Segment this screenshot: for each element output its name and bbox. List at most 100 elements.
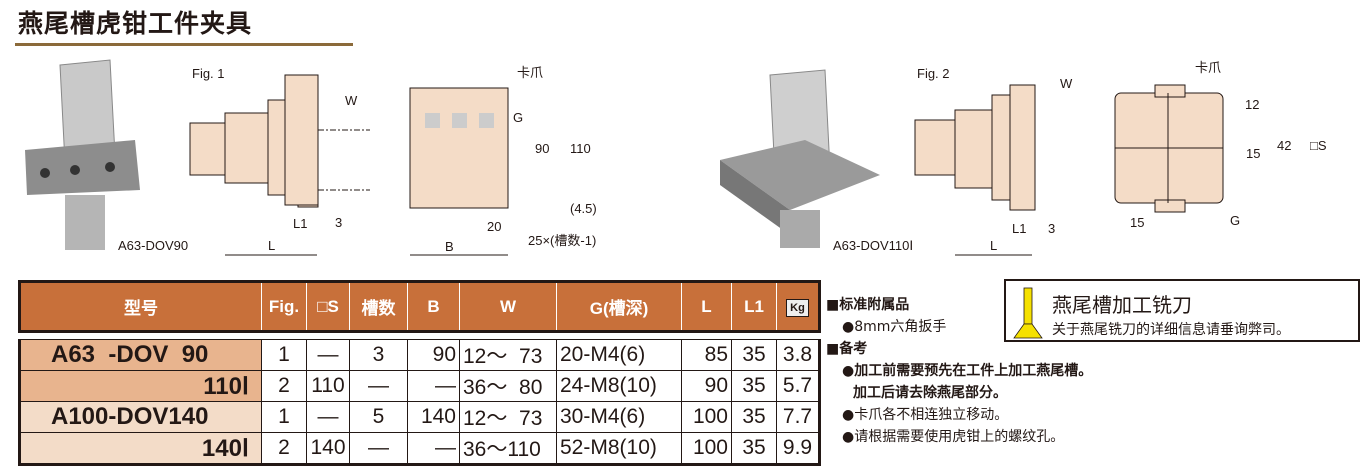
weight-icon: Kg <box>786 299 809 317</box>
l1-cell: 35 <box>731 401 777 433</box>
product-photo-dov110 <box>720 69 880 248</box>
fig1-model-caption: A63-DOV90 <box>118 238 189 253</box>
page-title: 燕尾槽虎钳工件夹具 <box>18 9 253 38</box>
svg-text:12: 12 <box>1245 97 1259 112</box>
svg-text:W: W <box>1060 76 1073 91</box>
l1-cell: 35 <box>731 370 777 402</box>
svg-text:(4.5): (4.5) <box>570 201 597 216</box>
svg-text:15: 15 <box>1246 146 1260 161</box>
svg-text:110: 110 <box>570 141 591 156</box>
svg-text:G: G <box>1230 213 1240 228</box>
g-cell: 52-M8(10) <box>556 432 682 466</box>
svg-text:90: 90 <box>535 141 549 156</box>
remark-item: ●加工前需要预先在工件上加工燕尾槽。 <box>842 363 1093 379</box>
svg-text:Fig. 2: Fig. 2 <box>917 66 950 81</box>
slots-cell: — <box>349 370 408 402</box>
cutter-info-box: 燕尾槽加工铣刀 关于燕尾铣刀的详细信息请垂询弊司。 <box>1004 279 1360 342</box>
weight-cell: 3.8 <box>776 339 821 371</box>
fig-cell: 2 <box>261 370 307 402</box>
fig1-label: Fig. 1 <box>192 66 225 81</box>
col-weight: Kg <box>776 280 821 333</box>
svg-text:15: 15 <box>1130 215 1144 230</box>
model-cell: 110Ⅰ <box>18 370 262 402</box>
col-fig: Fig. <box>261 280 307 333</box>
cutter-title: 燕尾槽加工铣刀 <box>1052 293 1192 317</box>
spec-table: 型号 Fig. □S 槽数 B W G(槽深) L L1 Kg A63 -DOV… <box>18 280 821 466</box>
s-cell: 110 <box>306 370 350 402</box>
svg-text:L1: L1 <box>1012 221 1026 236</box>
slots-cell: — <box>349 432 408 466</box>
svg-text:L: L <box>990 238 997 253</box>
fig-cell: 1 <box>261 401 307 433</box>
svg-text:L: L <box>268 238 275 253</box>
col-l: L <box>681 280 732 333</box>
weight-cell: 7.7 <box>776 401 821 433</box>
product-photo-dov90 <box>25 59 140 250</box>
svg-text:3: 3 <box>1048 221 1055 236</box>
svg-text:W: W <box>345 93 358 108</box>
col-b: B <box>407 280 460 333</box>
s-cell: — <box>306 339 350 371</box>
svg-text:L1: L1 <box>293 216 307 231</box>
accessories-heading: ■标准附属品 <box>826 297 910 313</box>
fig2-drawing: Fig. 2 W L1 3 L 卡爪 12 15 42 □S 15 G <box>914 60 1327 256</box>
svg-text:25×(槽数-1): 25×(槽数-1) <box>528 233 596 248</box>
w-cell: 36～110 <box>459 432 557 466</box>
weight-cell: 9.9 <box>776 432 821 466</box>
l-cell: 100 <box>681 401 732 433</box>
dovetail-cutter-icon <box>1013 287 1043 339</box>
l-cell: 100 <box>681 432 732 466</box>
weight-cell: 5.7 <box>776 370 821 402</box>
model-cell: 140Ⅰ <box>18 432 262 466</box>
remark-item: 加工后请去除燕尾部分。 <box>853 385 1007 401</box>
slots-cell: 5 <box>349 401 408 433</box>
l-cell: 90 <box>681 370 732 402</box>
w-cell: 36～ 80 <box>459 370 557 402</box>
remarks-heading: ■备考 <box>826 341 868 357</box>
fig1-drawing: Fig. 1 W L1 3 L 卡爪 G 90 110 (4.5) 20 25×… <box>189 65 597 256</box>
w-cell: 12～ 73 <box>459 339 557 371</box>
svg-text:3: 3 <box>335 215 342 230</box>
col-w: W <box>459 280 557 333</box>
col-l1: L1 <box>731 280 777 333</box>
g-cell: 24-M8(10) <box>556 370 682 402</box>
w-cell: 12～ 73 <box>459 401 557 433</box>
remark-item: ●卡爪各不相连独立移动。 <box>842 407 1009 423</box>
notes: ■标准附属品 ●8mm六角扳手 ■备考 ●加工前需要预先在工件上加工燕尾槽。 加… <box>826 294 1092 448</box>
fig-cell: 1 <box>261 339 307 371</box>
remark-item: ●请根据需要使用虎钳上的螺纹孔。 <box>842 429 1065 445</box>
l-cell: 85 <box>681 339 732 371</box>
l1-cell: 35 <box>731 432 777 466</box>
col-g: G(槽深) <box>556 280 682 333</box>
svg-text:卡爪: 卡爪 <box>1195 60 1221 75</box>
cutter-description: 关于燕尾铣刀的详细信息请垂询弊司。 <box>1052 322 1290 338</box>
g-cell: 30-M4(6) <box>556 401 682 433</box>
g-cell: 20-M4(6) <box>556 339 682 371</box>
fig2-model-caption: A63-DOV110Ⅰ <box>833 238 914 253</box>
svg-text:42: 42 <box>1277 138 1291 153</box>
svg-text:□S: □S <box>1310 138 1327 153</box>
col-s: □S <box>306 280 350 333</box>
b-cell: 90 <box>407 339 460 371</box>
b-cell: — <box>407 432 460 466</box>
col-model: 型号 <box>18 280 262 333</box>
model-cell: A63 -DOV 90 <box>18 339 262 371</box>
fig-cell: 2 <box>261 432 307 466</box>
model-cell: A100-DOV140 <box>18 401 262 433</box>
svg-text:卡爪: 卡爪 <box>517 65 543 80</box>
l1-cell: 35 <box>731 339 777 371</box>
s-cell: — <box>306 401 350 433</box>
svg-text:B: B <box>445 239 454 254</box>
table-header: 型号 Fig. □S 槽数 B W G(槽深) L L1 Kg <box>18 280 821 333</box>
s-cell: 140 <box>306 432 350 466</box>
title-underline <box>15 43 353 46</box>
slots-cell: 3 <box>349 339 408 371</box>
accessory-item: ●8mm六角扳手 <box>842 319 947 335</box>
b-cell: — <box>407 370 460 402</box>
svg-text:20: 20 <box>487 219 501 234</box>
col-slots: 槽数 <box>349 280 408 333</box>
